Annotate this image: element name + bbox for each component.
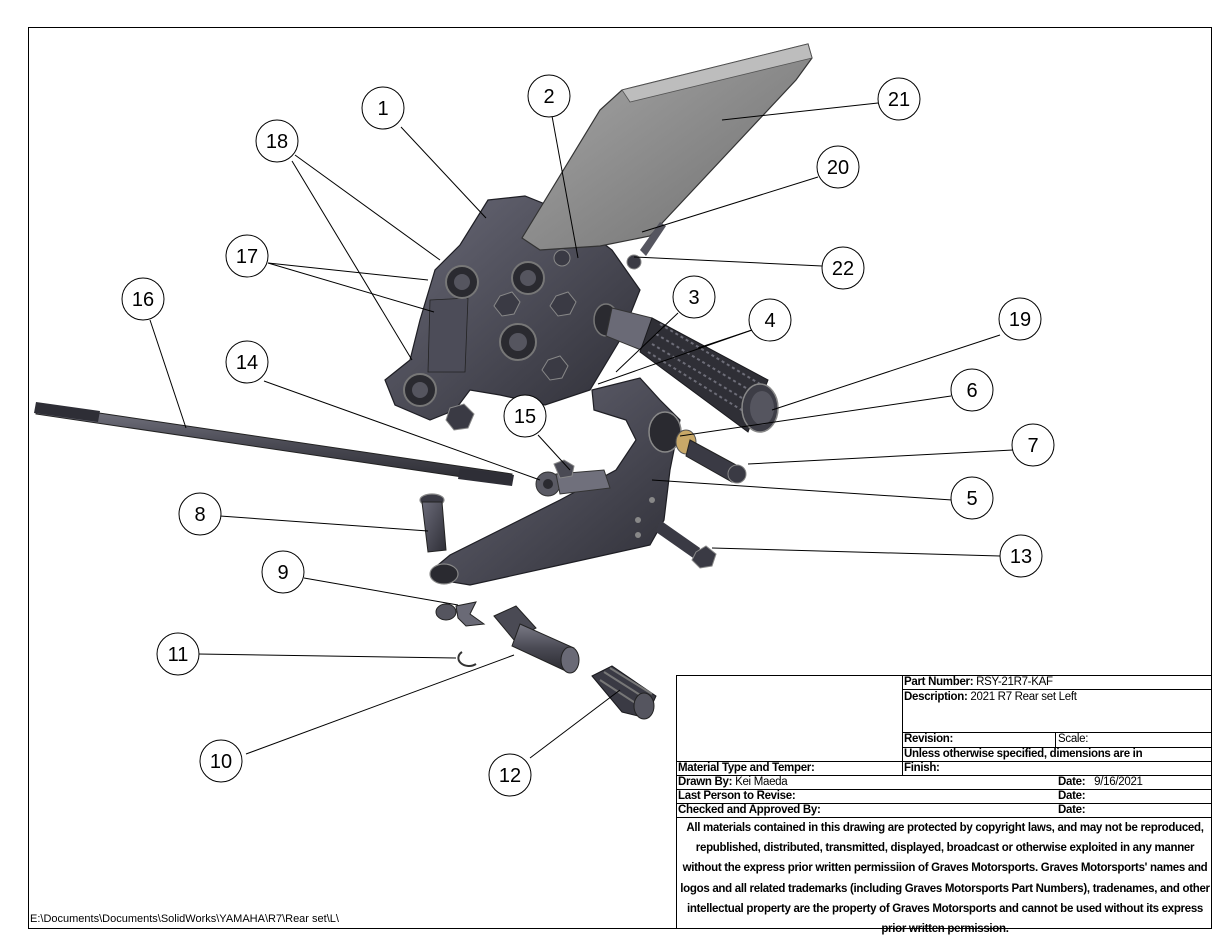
svg-text:20: 20 — [827, 157, 849, 179]
svg-text:1: 1 — [377, 98, 388, 120]
shift-peg-part — [591, 665, 657, 720]
balloon-5: 5 — [950, 476, 994, 520]
part-number-value: RSY-21R7-KAF — [976, 676, 1053, 688]
balloon-1: 1 — [361, 86, 405, 130]
title-block-divider — [676, 761, 1212, 762]
balloon-12: 12 — [488, 753, 532, 797]
title-block-divider — [902, 732, 1212, 733]
svg-text:10: 10 — [210, 751, 232, 773]
notice-line: without the express prior written permis… — [682, 862, 1208, 875]
heel-guard-part — [521, 43, 813, 270]
bushing-part — [419, 493, 447, 553]
svg-text:11: 11 — [168, 644, 189, 666]
title-block-divider — [676, 803, 1212, 804]
drawing-frame — [28, 27, 1212, 929]
balloon-2: 2 — [527, 74, 571, 118]
dimensions-note: Unless otherwise specified, dimensions a… — [904, 748, 1143, 760]
balloon-19: 19 — [998, 297, 1042, 341]
balloon-15: 15 — [503, 394, 547, 438]
revise-date-label: Date: — [1058, 790, 1086, 802]
description-field: Description: 2021 R7 Rear set Left — [904, 691, 1077, 704]
svg-text:22: 22 — [832, 258, 854, 280]
copyright-notice: All materials contained in this drawing … — [680, 818, 1210, 939]
rearset-bracket-part — [384, 195, 641, 431]
balloon-16: 16 — [121, 277, 165, 321]
material-label: Material Type and Temper: — [678, 762, 815, 774]
shift-rod-part — [34, 402, 514, 486]
svg-text:2: 2 — [543, 86, 554, 108]
notice-line: republished, distributed, transmitted, d… — [695, 842, 1195, 855]
svg-text:21: 21 — [888, 89, 910, 111]
svg-text:14: 14 — [236, 352, 258, 374]
svg-text:17: 17 — [236, 246, 258, 268]
svg-text:16: 16 — [132, 289, 154, 311]
title-block-divider — [902, 689, 1212, 690]
drawn-by-label: Drawn By: — [678, 776, 733, 788]
svg-text:13: 13 — [1010, 546, 1032, 568]
balloon-13: 13 — [999, 534, 1043, 578]
notice-line: logos and all related trademarks (includ… — [680, 882, 1210, 895]
title-block-divider — [676, 789, 1212, 790]
balloon-6: 6 — [950, 368, 994, 412]
revision-label: Revision: — [904, 733, 954, 745]
description-value: 2021 R7 Rear set Left — [970, 691, 1077, 703]
title-block-divider — [902, 747, 1212, 748]
finish-label: Finish: — [904, 762, 940, 774]
notice-line: prior written permission. — [881, 923, 1009, 936]
svg-text:5: 5 — [966, 488, 977, 510]
drawn-date-field: Date: 9/16/2021 — [1058, 776, 1143, 789]
balloon-4: 4 — [748, 298, 792, 342]
svg-text:4: 4 — [764, 310, 775, 332]
date-label: Date: — [1058, 776, 1086, 788]
title-block — [676, 675, 1212, 929]
pivot-pin-part — [493, 605, 580, 674]
notice-line: intellectual property are the property o… — [686, 902, 1204, 915]
balloon-7: 7 — [1011, 423, 1055, 467]
balloon-10: 10 — [199, 739, 243, 783]
balloon-21: 21 — [877, 77, 921, 121]
svg-text:6: 6 — [966, 380, 977, 402]
svg-text:9: 9 — [277, 562, 288, 584]
drawn-by-value: Kei Maeda — [735, 776, 788, 788]
title-block-divider — [902, 675, 903, 775]
balloon-14: 14 — [225, 340, 269, 384]
svg-text:3: 3 — [688, 287, 699, 309]
balloon-8: 8 — [178, 492, 222, 536]
svg-text:19: 19 — [1009, 309, 1031, 331]
balloon-3: 3 — [672, 275, 716, 319]
svg-text:15: 15 — [514, 406, 536, 428]
file-path: E:\Documents\Documents\SolidWorks\YAMAHA… — [30, 913, 339, 925]
description-label: Description: — [904, 691, 968, 703]
drawn-date-value: 9/16/2021 — [1094, 776, 1143, 788]
balloon-18: 18 — [255, 119, 299, 163]
drawn-by-field: Drawn By: Kei Maeda — [678, 776, 788, 789]
notice-line: All materials contained in this drawing … — [686, 822, 1204, 834]
checked-label: Checked and Approved By: — [678, 804, 821, 816]
leader-lines — [149, 102, 1014, 759]
shift-lever-part — [429, 377, 747, 586]
svg-text:12: 12 — [499, 765, 521, 787]
svg-text:18: 18 — [266, 131, 288, 153]
checked-date-label: Date: — [1058, 804, 1086, 816]
washer-part — [435, 601, 486, 627]
part-number-label: Part Number: — [904, 676, 974, 688]
balloon-9: 9 — [261, 550, 305, 594]
scale-label: Scale: — [1058, 733, 1089, 745]
circlip-part — [457, 651, 477, 667]
title-block-divider — [676, 775, 1212, 776]
svg-text:7: 7 — [1027, 435, 1038, 457]
title-block-divider — [676, 817, 1212, 818]
svg-text:8: 8 — [194, 504, 205, 526]
balloon-20: 20 — [816, 145, 860, 189]
title-block-divider — [1055, 732, 1056, 747]
rod-end-part — [535, 459, 611, 497]
balloon-17: 17 — [225, 234, 269, 278]
last-revise-label: Last Person to Revise: — [678, 790, 796, 802]
balloon-22: 22 — [821, 246, 865, 290]
part-number-field: Part Number: RSY-21R7-KAF — [904, 676, 1053, 689]
balloon-11: 11 — [156, 632, 200, 676]
